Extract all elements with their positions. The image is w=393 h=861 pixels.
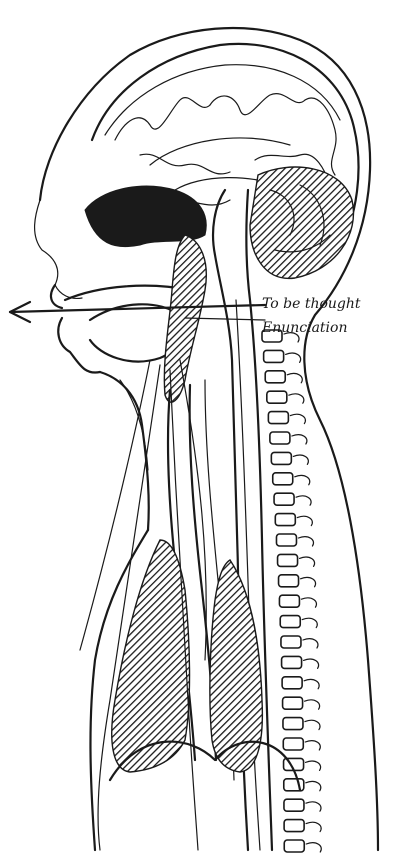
spinous-process	[292, 435, 307, 444]
vertebra	[283, 738, 303, 750]
spinous-process	[300, 557, 315, 566]
vertebra	[267, 391, 287, 403]
label-to-be-thought: To be thought	[262, 296, 361, 312]
vertebra	[284, 840, 304, 852]
spinous-process	[306, 782, 321, 791]
vertebra	[270, 432, 290, 444]
spinous-process	[304, 659, 319, 668]
vertebral-column	[262, 330, 321, 852]
vertebra	[264, 350, 284, 362]
spinous-process	[303, 639, 318, 648]
spinous-process	[301, 598, 316, 607]
spinous-process	[286, 353, 301, 362]
vertebra	[274, 493, 294, 505]
spinous-process	[290, 414, 305, 423]
vertebra	[279, 575, 299, 587]
spinous-process	[306, 761, 321, 770]
vertebra	[278, 554, 298, 566]
vertebra	[281, 636, 301, 648]
vertebra	[276, 534, 296, 546]
vertebra	[271, 452, 291, 464]
spinous-process	[305, 700, 320, 709]
vertebra	[283, 697, 303, 709]
cerebellum	[250, 167, 353, 278]
spinous-process	[306, 822, 321, 831]
vertebra	[265, 371, 285, 383]
spinous-process	[305, 741, 320, 750]
vertebra	[268, 412, 288, 424]
vertebra	[273, 473, 293, 485]
spinous-process	[305, 720, 320, 729]
vertebra	[282, 656, 302, 668]
spinous-process	[302, 618, 317, 627]
spinous-process	[301, 578, 316, 587]
vertebra	[280, 616, 300, 628]
label-enunciation: Enunciation	[261, 320, 347, 336]
vertebra	[284, 820, 304, 832]
spinous-process	[306, 843, 321, 852]
right-lung	[210, 560, 262, 772]
spinous-process	[297, 516, 312, 525]
spinous-process	[296, 496, 311, 505]
spinous-process	[287, 374, 302, 383]
spinous-process	[295, 476, 310, 485]
spinous-process	[298, 537, 313, 546]
vertebra	[279, 595, 299, 607]
spinous-process	[306, 802, 321, 811]
vertebra	[284, 799, 304, 811]
spinous-process	[304, 680, 319, 689]
spinous-process	[293, 455, 308, 464]
neck-front-outline	[100, 372, 149, 530]
spinous-process	[289, 394, 304, 403]
vertebra	[282, 677, 302, 689]
vertebra	[283, 718, 303, 730]
vertebra	[275, 514, 295, 526]
